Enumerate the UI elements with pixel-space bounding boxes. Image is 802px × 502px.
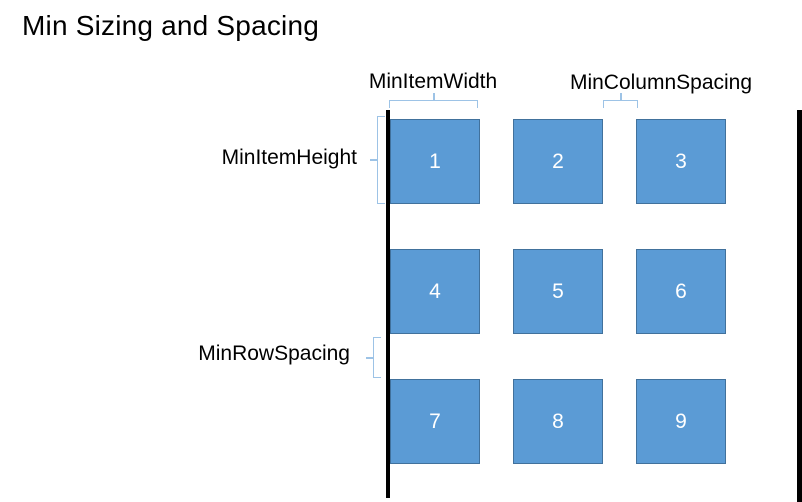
min-row-spacing-label: MinRowSpacing	[198, 342, 350, 365]
min-item-width-label: MinItemWidth	[368, 70, 498, 93]
grid-item-5: 5	[513, 249, 603, 334]
grid-item-2: 2	[513, 119, 603, 204]
min-item-height-brace-icon	[377, 116, 385, 204]
grid-item-6: 6	[636, 249, 726, 334]
min-item-height-label: MinItemHeight	[221, 146, 357, 169]
right-edge-line	[797, 110, 802, 502]
min-item-width-brace-icon	[389, 100, 478, 108]
items-grid: 1 2 3 4 5 6 7 8 9	[390, 119, 726, 464]
grid-item-9: 9	[636, 379, 726, 464]
min-column-spacing-brace-icon	[603, 100, 638, 108]
min-row-spacing-brace-icon	[373, 337, 381, 378]
grid-item-1: 1	[390, 119, 480, 204]
grid-item-8: 8	[513, 379, 603, 464]
left-edge-line	[386, 110, 390, 498]
page-title: Min Sizing and Spacing	[22, 10, 320, 41]
grid-item-7: 7	[390, 379, 480, 464]
grid-item-3: 3	[636, 119, 726, 204]
min-column-spacing-label: MinColumnSpacing	[569, 71, 753, 94]
grid-item-4: 4	[390, 249, 480, 334]
